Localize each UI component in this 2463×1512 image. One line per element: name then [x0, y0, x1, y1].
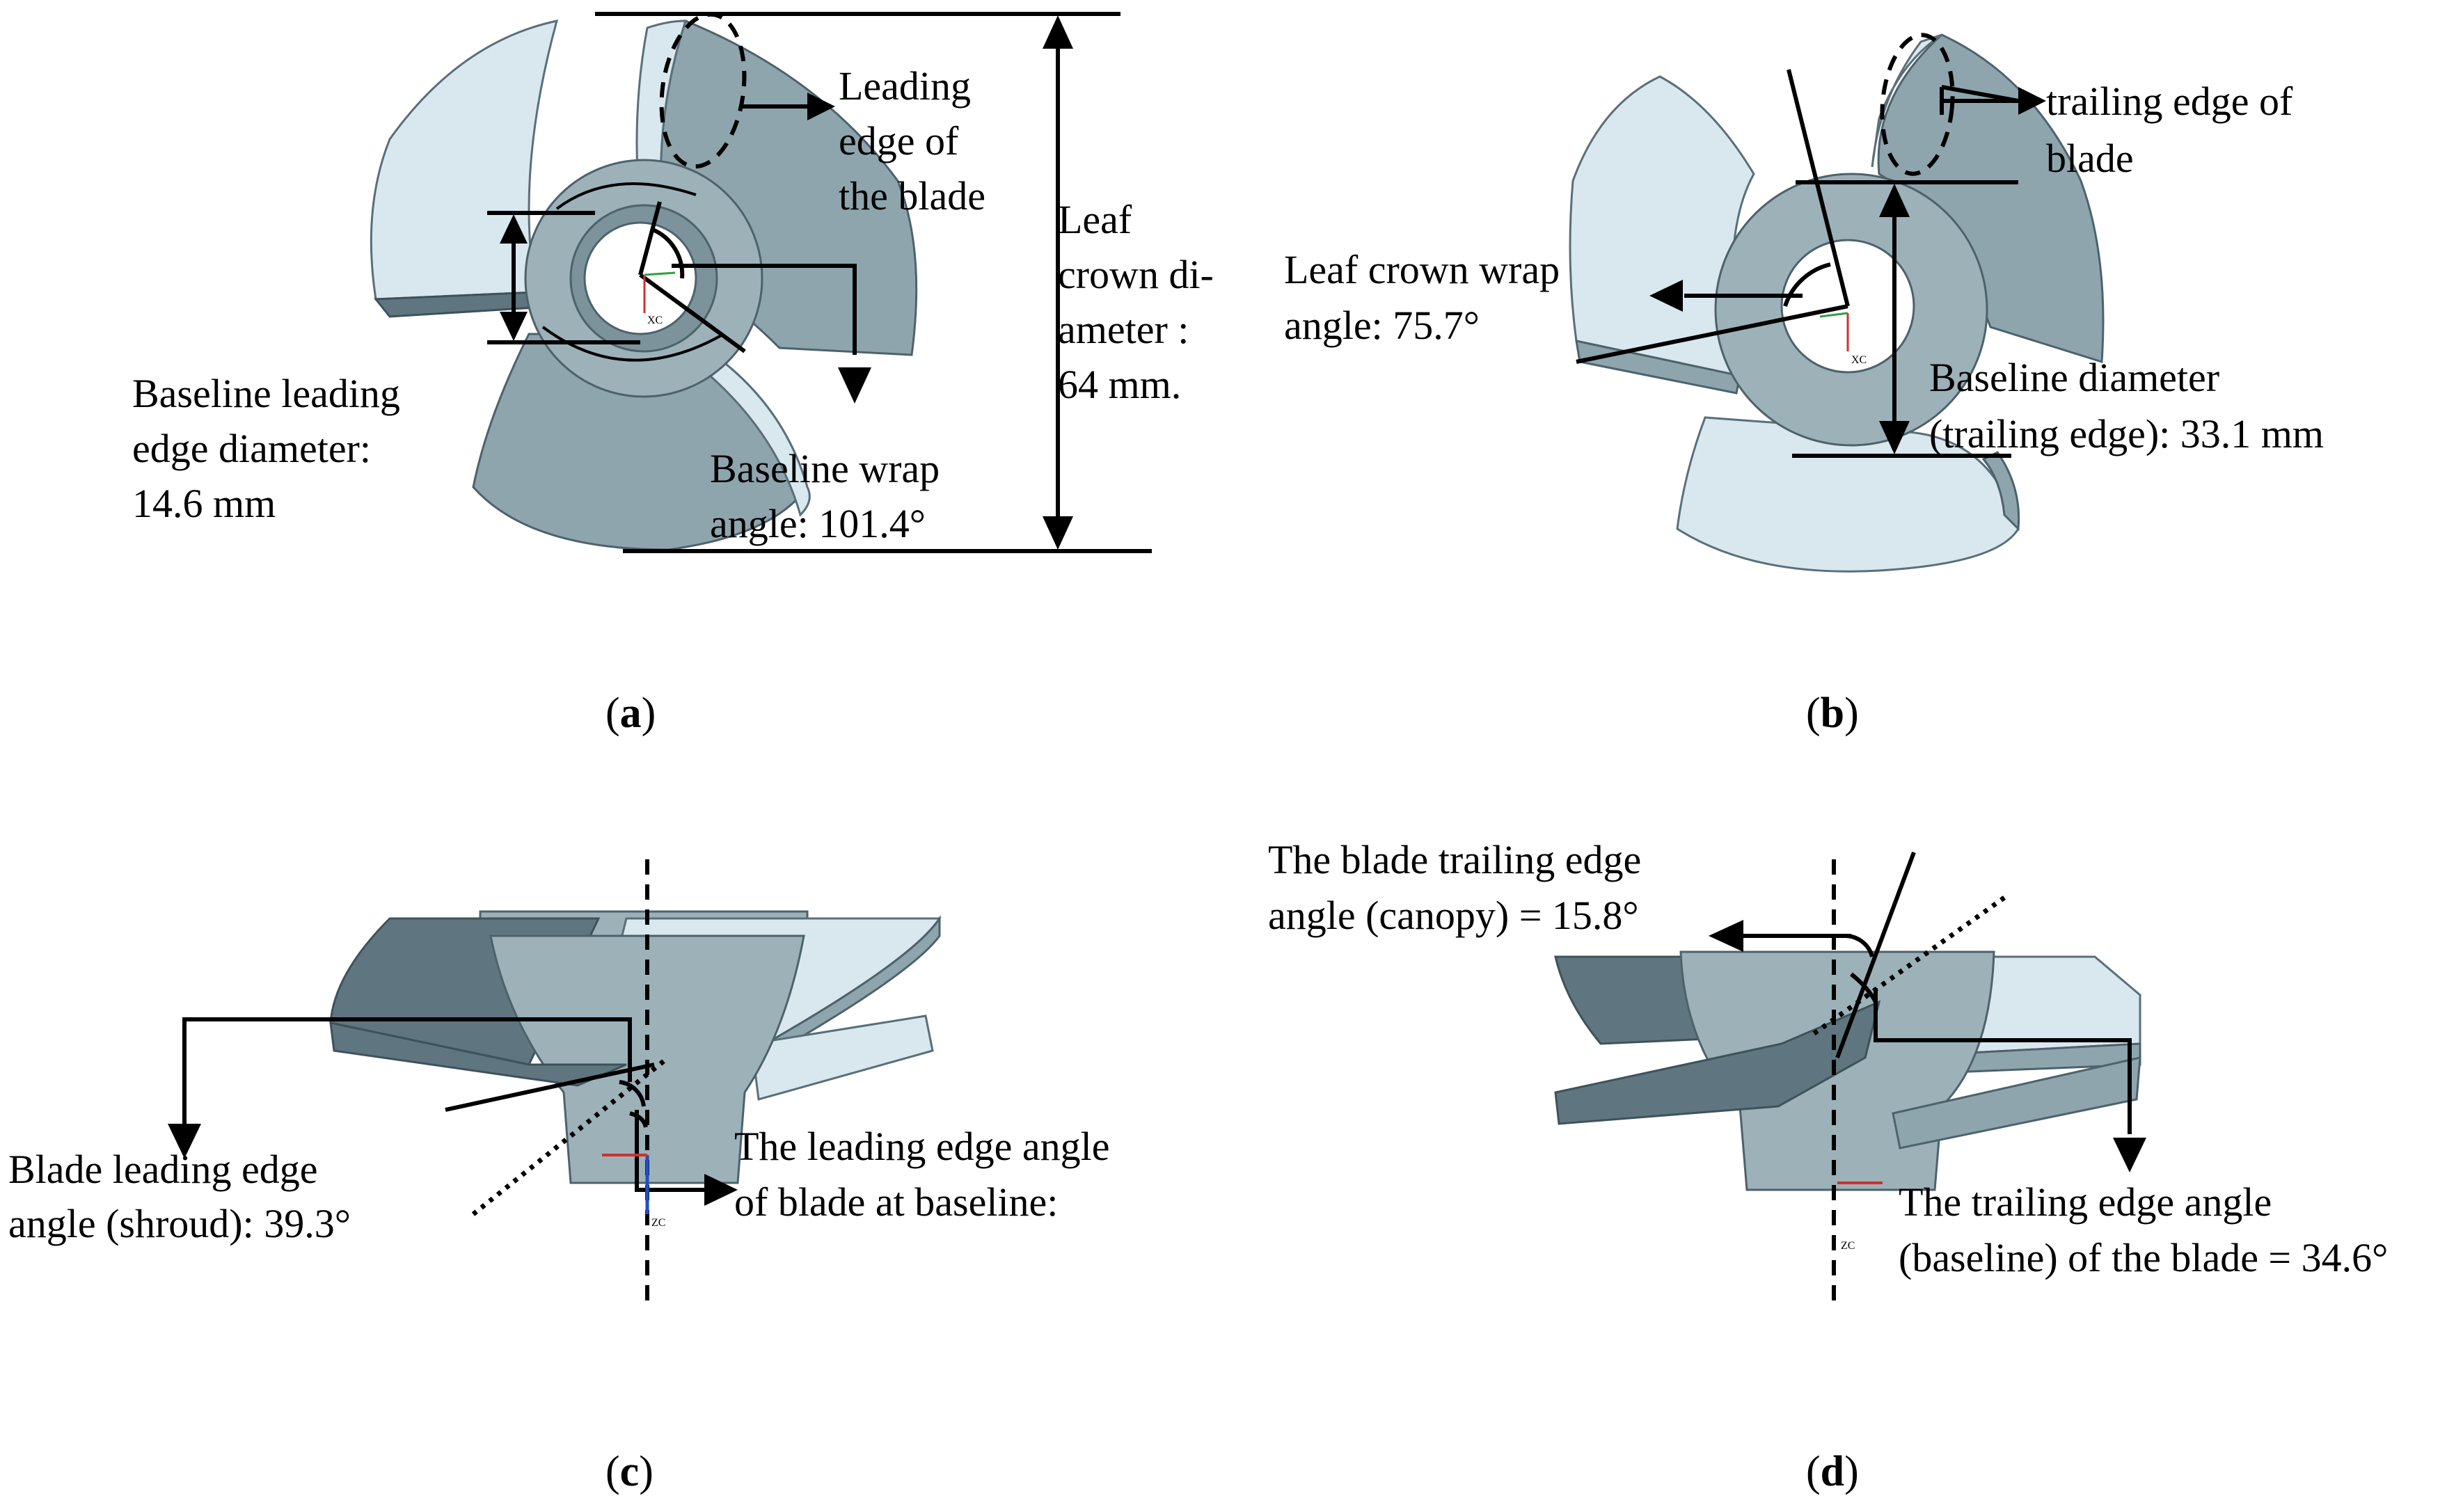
trailing-edge-label-line2: blade [2046, 136, 2134, 181]
leading-edge-label-line2: edge of [839, 118, 959, 164]
panel-b: trailing edge of blade Leaf crown wrap a… [1284, 33, 2324, 737]
baseline-wrap-line2: angle: 101.4° [710, 501, 926, 546]
caption-c-close: ) [639, 1448, 654, 1495]
axis-xc-a: XC [647, 315, 663, 326]
caption-d-letter: d [1821, 1448, 1844, 1495]
axis-xc-b: XC [1851, 354, 1867, 366]
svg-text:(b): (b) [1806, 690, 1859, 737]
panel-c: Blade leading edge angle (shroud): 39.3°… [8, 859, 1109, 1495]
impeller-top-view-trailing [1569, 33, 2105, 573]
baseline-leading-diameter-line2: edge diameter: [132, 426, 371, 471]
crown-diameter-label-line1: Leaf [1058, 197, 1132, 242]
caption-b-close: ) [1844, 690, 1859, 737]
baseline-leading-angle-line2: of blade at baseline: [734, 1179, 1058, 1225]
baseline-diameter-line1: Baseline diameter [1929, 355, 2219, 400]
baseline-trailing-angle-line2: (baseline) of the blade = 34.6° [1899, 1235, 2388, 1280]
baseline-wrap-line1: Baseline wrap [710, 446, 940, 491]
trailing-edge-label-line1: trailing edge of [2046, 79, 2293, 124]
caption-b-letter: b [1821, 690, 1844, 737]
panel-a: Leading edge of the blade Leaf crown di-… [132, 12, 1214, 737]
caption-c-open: ( [605, 1448, 620, 1495]
caption-a-close: ) [642, 690, 656, 737]
shroud-angle-line2: angle (shroud): 39.3° [8, 1201, 351, 1246]
axis-zc-d: ZC [1841, 1240, 1855, 1252]
caption-d-open: ( [1806, 1448, 1821, 1495]
crown-diameter-label-line2: crown di- [1058, 252, 1214, 297]
baseline-diameter-line2: (trailing edge): 33.1 mm [1929, 411, 2324, 456]
shroud-angle-line1: Blade leading edge [8, 1147, 318, 1192]
svg-text:(a): (a) [605, 690, 656, 737]
caption-d-close: ) [1844, 1448, 1859, 1495]
crown-wrap-line1: Leaf crown wrap [1284, 247, 1560, 292]
crown-diameter-label-line3: ameter : [1058, 307, 1189, 352]
caption-b-open: ( [1806, 690, 1821, 737]
baseline-leading-diameter-line3: 14.6 mm [132, 481, 276, 526]
crown-diameter-label-line4: 64 mm. [1058, 362, 1181, 407]
leading-edge-label-line1: Leading [839, 63, 971, 109]
trailing-edge-highlight [1880, 33, 1955, 176]
impeller-side-view-leading [329, 910, 942, 1184]
leading-edge-label-line3: the blade [839, 173, 985, 218]
axis-zc-c: ZC [651, 1217, 665, 1229]
panel-d: The blade trailing edge angle (canopy) =… [1268, 837, 2388, 1495]
canopy-angle-line2: angle (canopy) = 15.8° [1268, 893, 1639, 938]
svg-text:(c): (c) [605, 1448, 654, 1495]
impeller-side-view-trailing [1554, 950, 2141, 1191]
caption-a-letter: a [620, 690, 642, 737]
canopy-angle-line1: The blade trailing edge [1268, 837, 1641, 882]
baseline-trailing-angle-line1: The trailing edge angle [1899, 1179, 2272, 1225]
svg-text:(d): (d) [1806, 1448, 1859, 1495]
caption-c-letter: c [620, 1448, 640, 1495]
baseline-leading-angle-line1: The leading edge angle [734, 1124, 1109, 1169]
crown-wrap-line2: angle: 75.7° [1284, 303, 1480, 348]
baseline-leading-diameter-line1: Baseline leading [132, 371, 400, 416]
caption-a-open: ( [605, 690, 620, 737]
